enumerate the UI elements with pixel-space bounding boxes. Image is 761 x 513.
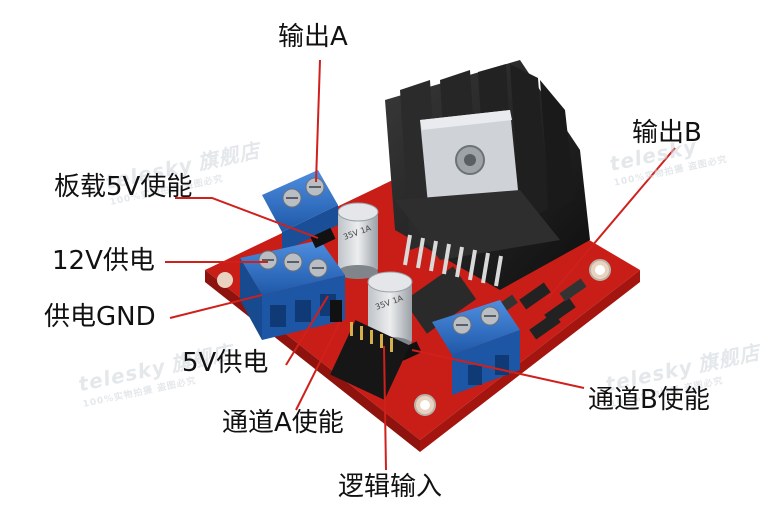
label-output-a: 输出A xyxy=(278,22,348,52)
label-12v-power: 12V供电 xyxy=(52,246,155,276)
jumper-channel-a xyxy=(330,300,342,322)
capacitor-1: 35V 1A xyxy=(337,202,379,279)
label-channel-b-enable: 通道B使能 xyxy=(588,385,710,415)
label-onboard-5v-enable: 板载5V使能 xyxy=(54,172,193,202)
label-output-b: 输出B xyxy=(632,118,702,148)
jumper-onboard-5v xyxy=(310,227,336,249)
label-5v-power: 5V供电 xyxy=(182,348,269,378)
label-power-gnd: 供电GND xyxy=(44,302,156,332)
leader-lines xyxy=(165,59,676,471)
logic-input-header xyxy=(330,320,410,400)
label-logic-input: 逻辑输入 xyxy=(338,472,443,502)
label-channel-a-enable: 通道A使能 xyxy=(222,408,344,438)
terminal-block-output-a xyxy=(262,170,338,252)
heatsink xyxy=(385,60,590,290)
terminal-block-power xyxy=(240,240,345,340)
terminal-block-output-b xyxy=(432,300,520,395)
